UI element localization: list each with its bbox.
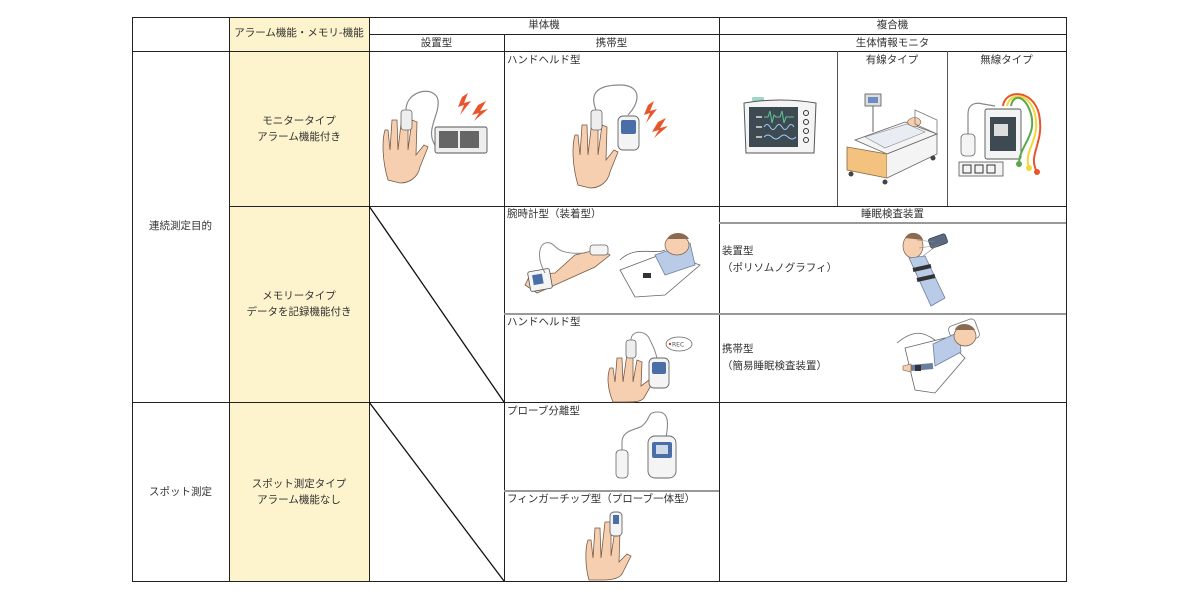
probe-icon	[960, 133, 976, 157]
wrist-type-illustration	[524, 233, 701, 298]
function-column-highlight	[229, 17, 369, 582]
handheld-alarm-illustration	[572, 84, 668, 189]
table-border-bottom	[132, 581, 1066, 582]
stationary-oximeter-illustration	[382, 90, 488, 184]
table-border-left	[132, 17, 133, 582]
wristband-icon	[643, 273, 651, 278]
finger-probe-icon	[590, 109, 603, 131]
rec-bubble	[665, 336, 693, 352]
table-border-right	[1066, 17, 1067, 582]
spot-sub-divider	[504, 490, 719, 492]
hand-icon	[585, 521, 632, 581]
finger-probe-icon	[625, 339, 637, 359]
alarm-icon	[644, 101, 668, 138]
header-bio-monitor: 生体情報モニタ	[855, 37, 930, 49]
label-sleep-device: 睡眠検査装置	[861, 208, 924, 220]
green-electrode	[1016, 161, 1022, 167]
hospital-bed-illustration	[846, 93, 939, 185]
probe-separate-illustration	[615, 411, 677, 479]
label-wireless: 無線タイプ	[980, 54, 1033, 66]
label-probe-separate: プローブ分離型	[507, 405, 580, 417]
col-divider-4	[719, 17, 720, 582]
row-divider-monitor-memory	[229, 206, 1066, 207]
label-handheld-memory: ハンドヘルド型	[507, 316, 581, 328]
receiver-icon	[958, 161, 1004, 177]
header-multi: 複合機	[876, 19, 909, 31]
rec-text: REC	[672, 342, 684, 349]
memory-sub-divider-left	[504, 313, 719, 315]
col-divider-2	[369, 17, 370, 582]
hand-icon	[572, 119, 619, 189]
handheld-memory-illustration: REC	[607, 331, 693, 403]
label-sleep-portable-sub: （簡易睡眠検査装置）	[722, 360, 827, 372]
patient-body	[932, 331, 962, 367]
memory-sub-divider-right	[719, 313, 1066, 315]
monitor-type-line2: アラーム機能付き	[257, 131, 341, 143]
patient-body	[908, 255, 946, 307]
empty-cell-diagonal-memory	[368, 205, 505, 403]
label-wired: 有線タイプ	[865, 54, 919, 66]
finger-probe-icon	[400, 109, 413, 131]
hand-icon	[382, 114, 429, 184]
header-standalone: 単体機	[528, 19, 560, 31]
sleep-header-divider	[719, 222, 1066, 224]
col-divider-1	[229, 17, 230, 582]
red-electrode	[1034, 169, 1040, 175]
table-border-top	[132, 17, 1066, 18]
monitor-handle	[752, 97, 764, 101]
label-handheld-alarm: ハンドヘルド型	[507, 54, 581, 66]
label-sleep-portable: 携帯型	[722, 343, 754, 355]
psg-recorder-icon	[928, 233, 948, 249]
alarm-icon	[458, 93, 488, 121]
yellow-electrode	[1026, 165, 1032, 171]
header-bottom	[132, 51, 1066, 52]
row-label-continuous: 連続測定目的	[149, 220, 212, 232]
spot-type-line1: スポット測定タイプ	[251, 478, 347, 490]
wristband-icon	[915, 365, 921, 371]
wireless-transmitter-illustration	[958, 93, 1042, 177]
col-divider-3	[504, 34, 505, 582]
memory-type-line1: メモリータイプ	[262, 290, 336, 302]
simplified-sleep-test-illustration	[896, 318, 980, 394]
label-sleep-stationary: 装置型	[722, 245, 754, 257]
header-divider	[369, 34, 1066, 35]
label-wrist-type: 腕時計型（装着型）	[507, 208, 602, 220]
label-sleep-stationary-sub: （ポリソムノグラフィ）	[722, 262, 838, 274]
probe-icon	[615, 449, 629, 479]
header-portable: 携帯型	[595, 37, 628, 49]
polysomnography-illustration	[902, 232, 948, 307]
memory-type-line2: データを記録機能付き	[246, 306, 352, 318]
header-function-column: アラーム機能・メモリ-機能	[234, 27, 364, 39]
empty-cell-diagonal-spot	[368, 401, 505, 582]
hand-icon	[607, 353, 654, 403]
label-fingertip: フィンガーチップ型（プローブ一体型）	[507, 493, 696, 505]
bio-monitor-illustration	[743, 97, 817, 154]
fingertip-oximeter-illustration	[585, 511, 632, 581]
bio-divider-1	[837, 51, 838, 206]
row-divider-spot	[132, 402, 1066, 403]
spot-type-line2: アラーム機能なし	[257, 494, 341, 506]
bio-divider-2	[947, 51, 948, 206]
finger-probe-icon	[589, 244, 609, 256]
monitor-type-line1: モニタータイプ	[262, 115, 336, 127]
header-stationary: 設置型	[420, 37, 453, 49]
row-label-spot: スポット測定	[149, 486, 212, 498]
